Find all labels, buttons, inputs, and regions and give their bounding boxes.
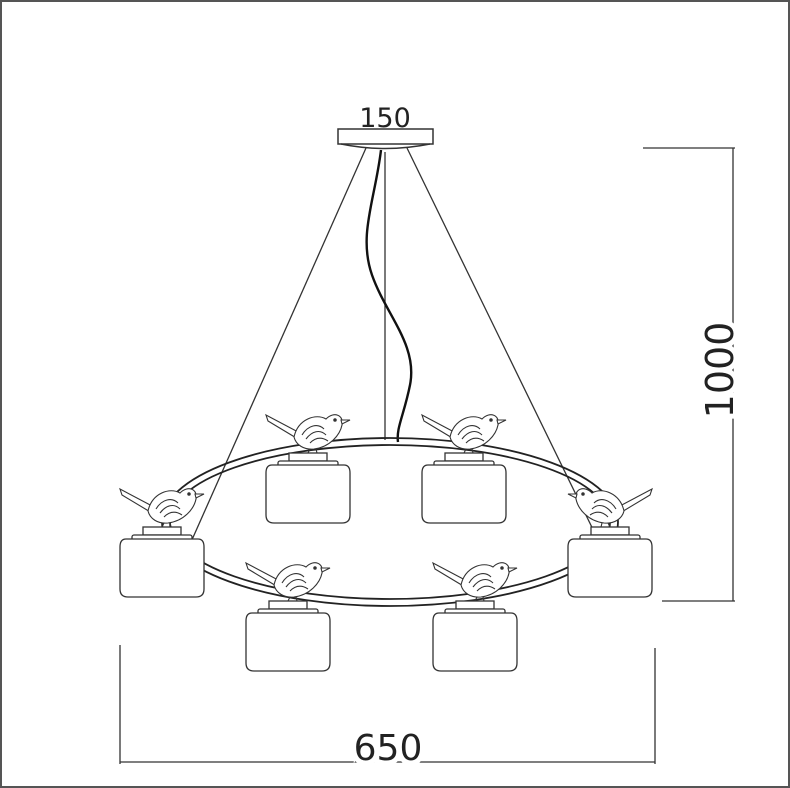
glass-shade — [265, 452, 351, 524]
width-dimension — [119, 645, 656, 764]
height-dimension — [643, 147, 735, 602]
glass-shade — [421, 452, 507, 524]
glass-shade — [567, 526, 653, 598]
height-label: 1000 — [698, 322, 742, 419]
power-cable — [365, 149, 413, 443]
glass-shade — [432, 600, 518, 672]
bird-icon — [265, 413, 351, 454]
canopy-width-label: 150 — [359, 103, 411, 134]
bird-icon — [421, 413, 507, 454]
width-label: 650 — [354, 728, 423, 769]
bird-icon — [567, 487, 653, 528]
bird-icon — [432, 561, 518, 602]
bird-ornaments — [119, 413, 653, 602]
bird-icon — [245, 561, 331, 602]
glass-shade — [119, 526, 205, 598]
suspension-rods — [174, 147, 604, 579]
canopy-width-dimension: 150 — [359, 103, 411, 134]
chandelier-ring — [161, 437, 619, 607]
ceiling-canopy — [337, 128, 434, 150]
glass-shade — [245, 600, 331, 672]
glass-shades — [119, 452, 653, 672]
bird-icon — [119, 487, 205, 528]
